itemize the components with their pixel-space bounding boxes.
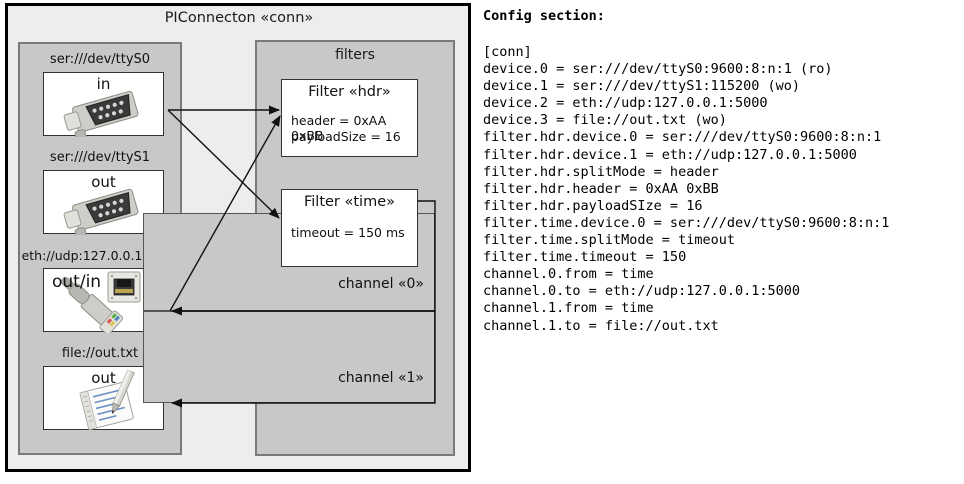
- device-group-ttyS0: ser:///dev/ttyS0 in: [18, 52, 182, 145]
- channel-1-label: channel «1»: [338, 370, 424, 386]
- filters-panel-title: filters: [335, 47, 375, 63]
- filter-attr: header = 0xAA 0xBB: [291, 113, 387, 143]
- device-mode-text: out/in: [52, 272, 102, 292]
- architecture-diagram: PIConnecton «conn» ser:///dev/ttyS0 in: [0, 0, 478, 484]
- filter-title: Filter «hdr»: [308, 84, 391, 100]
- filter-time-box[interactable]: Filter «time» timeout = 150 ms: [281, 189, 418, 267]
- device-label: ser:///dev/ttyS1: [49, 150, 151, 165]
- config-heading: Config section:: [483, 8, 605, 24]
- filter-attr: timeout = 150 ms: [291, 225, 405, 240]
- device-box[interactable]: in: [43, 72, 164, 137]
- config-text: [conn] device.0 = ser:///dev/ttyS0:9600:…: [483, 44, 890, 334]
- filter-title: Filter «time»: [303, 194, 396, 210]
- device-label: ser:///dev/ttyS0: [49, 52, 151, 67]
- device-label: eth://udp:127.0.0.1:5000: [21, 248, 179, 263]
- channel-1-box: channel «1»: [143, 311, 435, 403]
- device-group-ttyS1: ser:///dev/ttyS1 out: [18, 150, 182, 243]
- device-label: file://out.txt: [61, 346, 139, 361]
- device-mode-text: out: [91, 173, 116, 191]
- diagram-title: PIConnecton «conn»: [164, 10, 314, 26]
- device-mode-text: out: [91, 369, 116, 387]
- device-mode-text: in: [96, 75, 111, 93]
- channel-0-label: channel «0»: [338, 276, 424, 292]
- config-section: Config section: [conn] device.0 = ser://…: [478, 0, 964, 484]
- filter-attr: payloadSize = 16: [291, 129, 401, 144]
- filter-hdr-box[interactable]: Filter «hdr» header = 0xAA 0xBB payloadS…: [281, 79, 418, 157]
